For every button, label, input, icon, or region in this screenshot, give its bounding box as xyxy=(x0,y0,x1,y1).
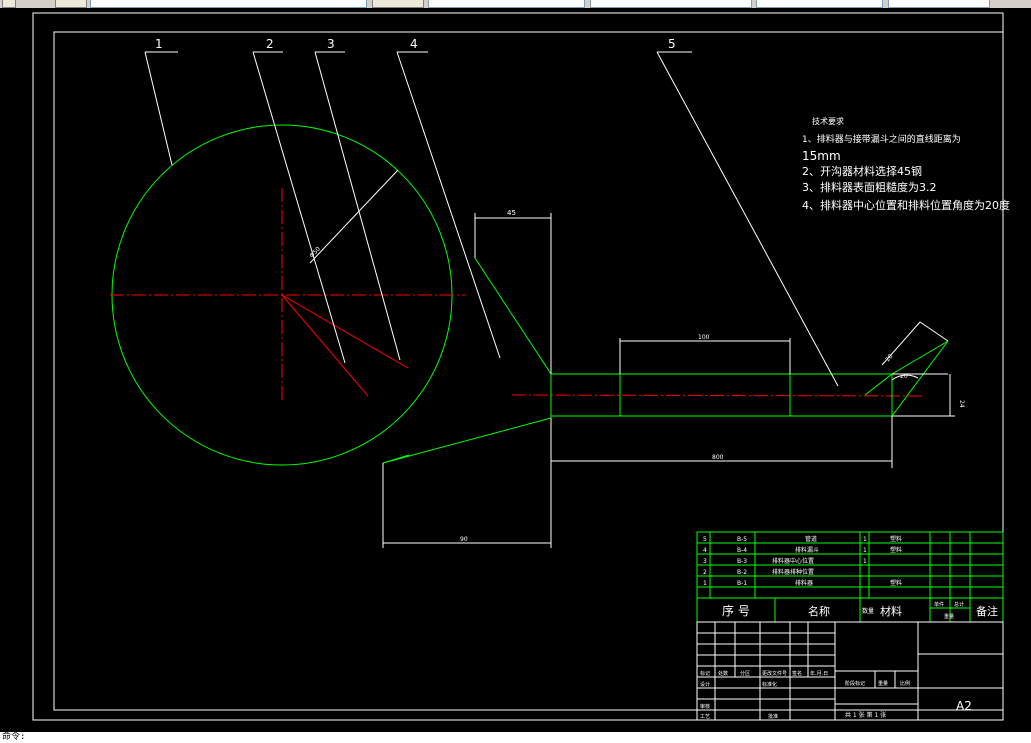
lineweight-dropdown[interactable] xyxy=(888,0,990,8)
bom-header-single: 单件 xyxy=(934,601,944,608)
angle-line-2 xyxy=(281,294,369,397)
dim-800: 800 xyxy=(712,454,724,461)
balloon-4: 4 xyxy=(410,37,418,51)
tube-center-line xyxy=(511,394,923,397)
bom-header-mat: 材料 xyxy=(880,604,902,618)
bom-header-total: 总计 xyxy=(954,601,964,608)
bom-code: B-2 xyxy=(737,569,747,576)
bom-code: B-3 xyxy=(737,558,747,565)
balloon-2: 2 xyxy=(266,37,274,51)
tb-label: 年.月.日 xyxy=(810,670,828,677)
toolbar-button[interactable] xyxy=(372,0,424,8)
bom-header-weight: 重量 xyxy=(944,613,954,620)
bom-mat: 塑料 xyxy=(890,579,902,587)
layer-dropdown[interactable] xyxy=(90,0,367,8)
tb-label: 设计 xyxy=(700,681,710,688)
cad-drawing: 1 2 3 4 5 45 100 800 90 Φ50 28 20 24 技术要… xyxy=(32,12,1010,721)
bom-mat: 塑料 xyxy=(890,535,902,543)
bom-mat: 塑料 xyxy=(890,546,902,554)
outer-frame xyxy=(32,12,1004,721)
hopper-outline xyxy=(382,257,552,464)
angle-line-1 xyxy=(281,294,409,369)
inner-frame xyxy=(53,31,1004,711)
bom-code: B-5 xyxy=(737,536,747,543)
toolbar-button[interactable] xyxy=(55,0,87,8)
dim-28: 28 xyxy=(884,353,894,363)
bom-name: 管道 xyxy=(805,535,817,543)
dim-24: 24 xyxy=(958,400,965,408)
tb-label: 阶段标记 xyxy=(845,680,865,687)
requirement-1: 1、排料器与接带漏斗之间的直线距离为 xyxy=(802,133,961,145)
tb-sheet-size: A2 xyxy=(956,699,972,713)
tb-label: 批准 xyxy=(768,713,778,720)
requirement-4: 4、排料器中心位置和排料位置角度为20度 xyxy=(802,198,1010,212)
bom-header-qty: 数量 xyxy=(862,607,874,615)
tb-label: 重量 xyxy=(878,680,888,687)
bom-no: 2 xyxy=(703,569,707,576)
tb-label: 签名 xyxy=(792,670,802,677)
bom-header: 序 号 名称 数量 材料 单件 总计 重量 备注 xyxy=(722,601,998,620)
tb-label: 标记 xyxy=(700,670,710,677)
tube-nozzle xyxy=(864,340,949,417)
bom-code: B-4 xyxy=(737,547,747,554)
dim-45: 45 xyxy=(507,209,516,217)
bom-name: 排料漏斗 xyxy=(795,546,819,554)
dim-90: 90 xyxy=(460,536,468,543)
requirement-2: 2、开沟器材料选择45钢 xyxy=(802,164,922,178)
linetype-dropdown[interactable] xyxy=(756,0,883,8)
tb-label: 审核 xyxy=(700,703,710,710)
command-prompt: 命令: xyxy=(2,732,26,742)
tb-label: 工艺 xyxy=(700,714,710,720)
requirement-1b: 15mm xyxy=(802,149,841,163)
leader-lines xyxy=(144,51,839,387)
balloon-1: 1 xyxy=(155,37,163,51)
bom-name: 排料器中心位置 xyxy=(772,557,814,565)
bom-header-remark: 备注 xyxy=(976,604,998,618)
bom-qty: 1 xyxy=(863,536,867,543)
bom-no: 1 xyxy=(703,580,707,587)
title-block-grid xyxy=(696,621,1004,721)
requirement-3: 3、排料器表面粗糙度为3.2 xyxy=(802,180,937,194)
tb-label: 更改文件号 xyxy=(762,670,787,677)
color-dropdown[interactable] xyxy=(590,0,752,8)
drawing-canvas[interactable]: 1 2 3 4 5 45 100 800 90 Φ50 28 20 24 技术要… xyxy=(0,8,1031,732)
bom-name: 排料器 xyxy=(795,579,813,587)
requirements-title: 技术要求 xyxy=(812,116,844,126)
dim-100: 100 xyxy=(698,334,710,341)
bom-header-name: 名称 xyxy=(808,604,830,618)
tb-sheet: 共 1 张 第 1 张 xyxy=(845,711,886,719)
tb-label: 比例 xyxy=(900,680,910,687)
style-dropdown[interactable] xyxy=(428,0,585,8)
hopper-lip xyxy=(382,454,410,464)
bom-name: 排料器排种位置 xyxy=(772,568,814,576)
command-line[interactable]: 命令: xyxy=(0,732,1031,743)
title-block-labels: 标记 处数 分区 更改文件号 签名 年.月.日 设计 标准化 审核 工艺 批准 … xyxy=(700,670,972,720)
bom-qty: 1 xyxy=(863,547,867,554)
bom-no: 3 xyxy=(703,558,707,565)
balloon-3: 3 xyxy=(327,37,335,51)
dim-angle: 20 xyxy=(900,373,908,380)
tb-label: 分区 xyxy=(740,670,750,677)
toolbar-button[interactable] xyxy=(2,0,16,8)
bom-qty: 1 xyxy=(863,558,867,565)
bom-header-no: 序 号 xyxy=(722,603,750,618)
dimension-lines xyxy=(309,169,955,548)
bom-code: B-1 xyxy=(737,580,747,587)
tb-label: 处数 xyxy=(718,670,728,677)
bom-no: 5 xyxy=(703,536,707,543)
bom-rows: 5 B-5 管道 1 塑料 4 B-4 排料漏斗 1 塑料 3 B-3 排料器中… xyxy=(703,535,902,587)
tb-label: 标准化 xyxy=(762,681,777,688)
bom-no: 4 xyxy=(703,547,707,554)
technical-requirements: 技术要求 1、排料器与接带漏斗之间的直线距离为 15mm 2、开沟器材料选择45… xyxy=(802,116,1010,212)
balloon-5: 5 xyxy=(668,37,676,51)
